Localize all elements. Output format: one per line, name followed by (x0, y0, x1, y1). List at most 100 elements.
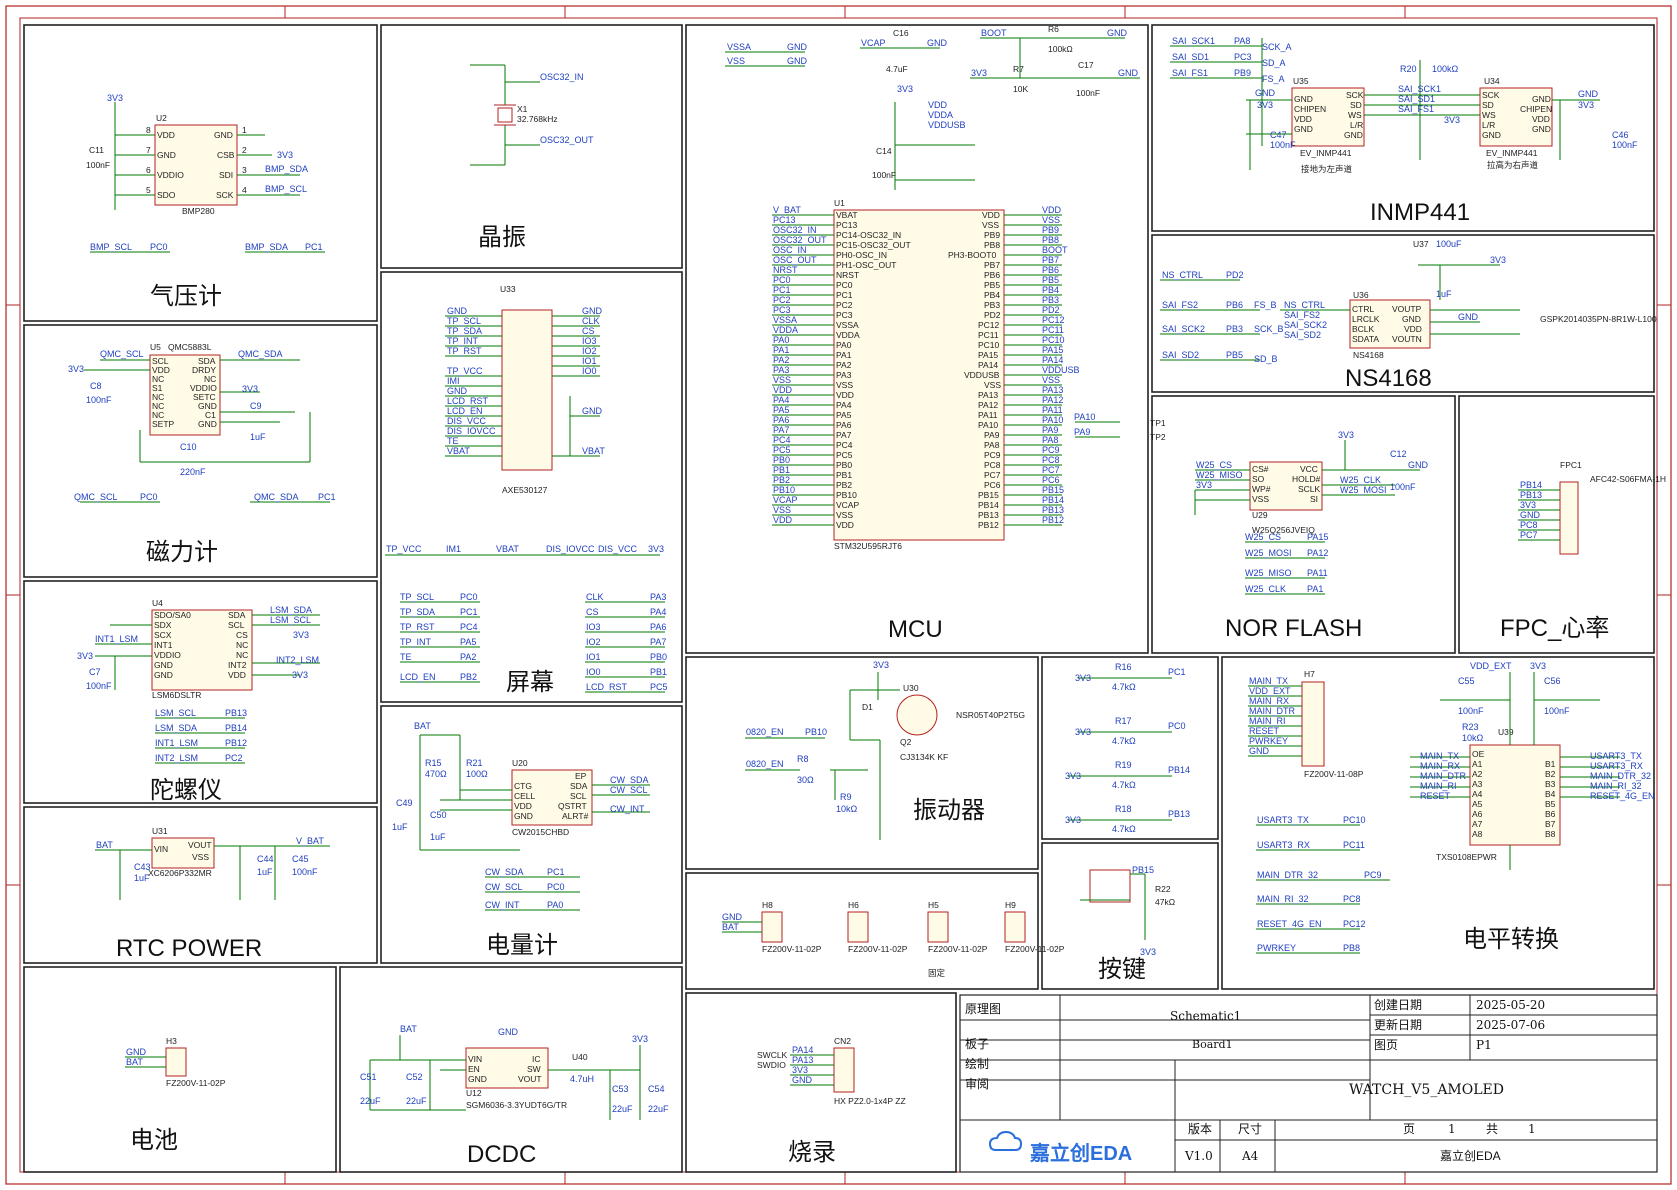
chip-w25q[interactable] (1249, 461, 1323, 511)
tb-created-value: 2025-05-20 (1476, 998, 1545, 1012)
svg-text:NC: NC (236, 650, 248, 660)
svg-text:PC0: PC0 (460, 592, 478, 602)
svg-text:PA1: PA1 (836, 350, 852, 360)
svg-text:PC9: PC9 (1364, 870, 1382, 880)
svg-text:W25_MOSI: W25_MOSI (1340, 485, 1387, 495)
svg-text:VDDA: VDDA (836, 330, 860, 340)
header-h6[interactable] (847, 911, 869, 943)
svg-text:L/R: L/R (1350, 120, 1363, 130)
svg-text:SDO/SA0: SDO/SA0 (154, 610, 191, 620)
border-ticks (6, 6, 1671, 1184)
svg-text:QMC_SDA: QMC_SDA (238, 349, 283, 359)
module-pressure: U2 BMP280 VDD GND VDDIO SDO GND CSB SDI … (86, 93, 325, 253)
svg-text:3V3: 3V3 (873, 660, 889, 670)
svg-text:A5: A5 (1472, 799, 1483, 809)
svg-text:W25_MISO: W25_MISO (1245, 568, 1292, 578)
svg-text:IO1: IO1 (586, 652, 601, 662)
svg-text:B4: B4 (1545, 789, 1556, 799)
title-mcu: MCU (888, 616, 943, 643)
svg-text:INT1: INT1 (154, 640, 173, 650)
chip-stm32[interactable] (833, 209, 1005, 541)
svg-text:GND: GND (1255, 88, 1276, 98)
chip-txs0108[interactable] (1469, 744, 1561, 846)
svg-text:H7: H7 (1304, 669, 1315, 679)
chip-lsm6[interactable] (151, 609, 253, 691)
svg-text:GND: GND (447, 306, 468, 316)
svg-text:U30: U30 (903, 683, 919, 693)
svg-text:PB8: PB8 (1042, 235, 1059, 245)
jlc-logo: 嘉立创EDA (988, 1130, 1132, 1165)
title-burn: 烧录 (788, 1139, 836, 1166)
connector-screen[interactable] (501, 309, 553, 471)
svg-text:FS_B: FS_B (1254, 300, 1277, 310)
svg-text:MAIN_RI: MAIN_RI (1420, 781, 1457, 791)
svg-text:WP#: WP# (1252, 484, 1271, 494)
svg-text:SCL: SCL (228, 620, 245, 630)
header-h3[interactable] (165, 1047, 187, 1077)
motor-u30[interactable] (896, 694, 938, 736)
svg-text:PA13: PA13 (978, 390, 998, 400)
svg-text:VSS: VSS (982, 220, 999, 230)
svg-text:LSM_SDA: LSM_SDA (270, 605, 312, 615)
svg-text:VDDIO: VDDIO (157, 170, 184, 180)
svg-text:C8: C8 (90, 381, 102, 391)
svg-text:TP1: TP1 (1150, 418, 1166, 428)
tb-total-label: 共 (1486, 1122, 1498, 1136)
svg-text:1uF: 1uF (430, 832, 446, 842)
tb-version-label: 版本 (1188, 1122, 1212, 1136)
header-h5[interactable] (927, 911, 949, 943)
svg-text:LSM6DSLTR: LSM6DSLTR (152, 690, 201, 700)
svg-text:PC1: PC1 (318, 492, 336, 502)
chip-bmp280[interactable] (154, 124, 238, 206)
svg-text:C47: C47 (1270, 130, 1287, 140)
svg-text:LRCLK: LRCLK (1352, 314, 1380, 324)
svg-text:CLK: CLK (582, 316, 600, 326)
svg-text:100uF: 100uF (1436, 239, 1462, 249)
chip-ns4168[interactable] (1349, 299, 1431, 349)
svg-text:BAT: BAT (96, 840, 113, 850)
header-h8[interactable] (761, 911, 783, 943)
svg-text:V_BAT: V_BAT (773, 205, 801, 215)
svg-text:VDDA: VDDA (773, 325, 798, 335)
connector-h7[interactable] (1301, 681, 1325, 767)
chip-cw2015[interactable] (511, 769, 593, 826)
svg-text:PB12: PB12 (978, 520, 999, 530)
svg-text:PB4: PB4 (1042, 285, 1059, 295)
connector-fpc1[interactable] (1559, 481, 1579, 555)
svg-text:VDD: VDD (1404, 324, 1422, 334)
svg-text:SAI_SCK1: SAI_SCK1 (1398, 84, 1441, 94)
chip-sgm6036[interactable] (465, 1047, 549, 1089)
svg-text:PB14: PB14 (1520, 480, 1542, 490)
svg-text:VSS: VSS (192, 852, 209, 862)
svg-text:TP_SDA: TP_SDA (400, 607, 435, 617)
svg-text:LCD_EN: LCD_EN (400, 672, 436, 682)
svg-text:VBAT: VBAT (582, 446, 605, 456)
chip-u35[interactable] (1291, 87, 1365, 147)
button-key[interactable] (1089, 869, 1131, 903)
svg-text:3V3: 3V3 (632, 1034, 648, 1044)
svg-text:GND: GND (1294, 94, 1313, 104)
svg-text:SI: SI (1310, 494, 1318, 504)
chip-xc6206[interactable] (151, 837, 215, 869)
header-h9[interactable] (1004, 911, 1026, 943)
svg-text:PB13: PB13 (1168, 809, 1190, 819)
svg-text:QMC5883L: QMC5883L (168, 342, 212, 352)
svg-text:U29: U29 (1252, 510, 1268, 520)
chip-qmc5883l[interactable] (149, 354, 221, 436)
svg-text:B5: B5 (1545, 799, 1556, 809)
svg-text:R16: R16 (1115, 662, 1132, 672)
svg-text:SD: SD (1350, 100, 1362, 110)
connector-cn2[interactable] (833, 1047, 855, 1093)
svg-text:PA4: PA4 (650, 607, 666, 617)
svg-text:HX PZ2.0-1x4P ZZ: HX PZ2.0-1x4P ZZ (834, 1096, 906, 1106)
svg-text:VSSA: VSSA (773, 315, 797, 325)
svg-text:100nF: 100nF (292, 867, 318, 877)
svg-text:GND: GND (582, 306, 603, 316)
chip-u34[interactable] (1479, 87, 1553, 147)
svg-text:VDD_EXT: VDD_EXT (1249, 686, 1291, 696)
svg-text:R6: R6 (1048, 24, 1059, 34)
svg-text:FZ200V-11-02P: FZ200V-11-02P (928, 944, 988, 954)
svg-text:CHIPEN: CHIPEN (1294, 104, 1326, 114)
svg-text:L/R: L/R (1482, 120, 1495, 130)
svg-text:C10: C10 (180, 442, 197, 452)
